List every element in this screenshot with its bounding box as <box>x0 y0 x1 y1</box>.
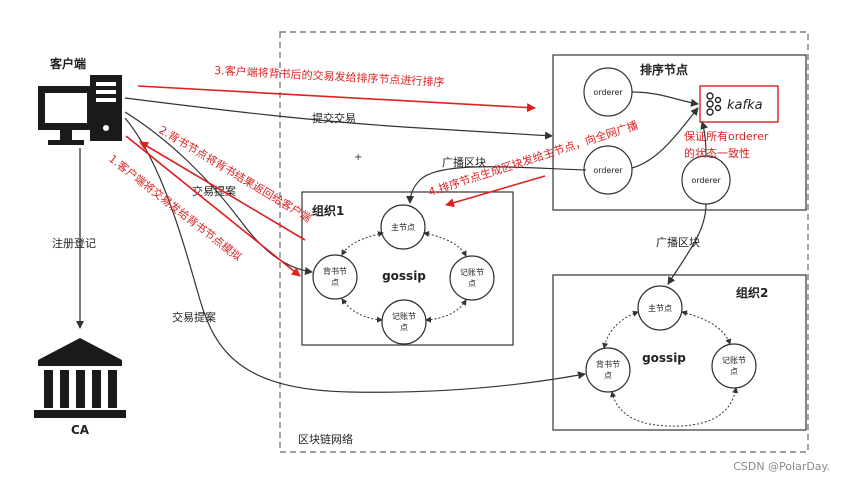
orderer-group-title: 排序节点 <box>640 62 688 77</box>
orderer3-kafka-link <box>700 121 709 157</box>
svg-text:主节点: 主节点 <box>648 303 672 313</box>
orderer-node-2: orderer <box>583 145 633 195</box>
svg-text:orderer: orderer <box>593 166 623 175</box>
org1-endorser-node: 背书节 点 <box>312 254 358 300</box>
svg-text:背书节: 背书节 <box>323 266 347 276</box>
org1-committer-node-right: 记账节 点 <box>449 255 495 301</box>
svg-text:点: 点 <box>331 278 339 287</box>
submit-label: 提交交易 <box>312 111 356 125</box>
org2-main-node: 主节点 <box>637 285 683 331</box>
kafka-note-line2: 的状态一致性 <box>684 146 750 160</box>
org2-gossip-link-1 <box>602 310 639 349</box>
svg-text:orderer: orderer <box>691 176 721 185</box>
kafka-note-line1: 保证所有orderer <box>684 129 769 143</box>
step1-arrow <box>125 135 301 277</box>
svg-text:记账节: 记账节 <box>392 312 416 321</box>
blockchain-network-label: 区块链网络 <box>298 432 353 446</box>
org1-gossip-label: gossip <box>382 269 426 283</box>
broadcast-label-1: 广播区块 <box>442 155 486 169</box>
orderer-node-1: orderer <box>583 67 633 117</box>
register-label: 注册登记 <box>52 236 96 250</box>
svg-text:背书节: 背书节 <box>596 359 620 369</box>
svg-text:记账节: 记账节 <box>722 356 746 365</box>
org1-committer-node-bottom: 记账节 点 <box>381 299 427 345</box>
svg-text:记账节: 记账节 <box>460 268 484 277</box>
broadcast-block-arrow-org2 <box>667 203 707 285</box>
watermark: CSDN @PolarDay. <box>733 460 830 473</box>
org2-gossip-label: gossip <box>642 351 686 365</box>
submit-transaction-arrow <box>124 97 553 140</box>
step4-arrow <box>445 175 546 208</box>
kafka-logo-icon <box>706 92 722 116</box>
proposal-label-1: 交易提案 <box>192 184 236 198</box>
ca-building-icon <box>34 338 126 418</box>
broadcast-label-2: 广播区块 <box>656 235 700 249</box>
broadcast-block-arrow-org1 <box>406 166 587 204</box>
svg-text:orderer: orderer <box>593 88 623 97</box>
svg-text:点: 点 <box>730 367 738 376</box>
proposal-label-2: 交易提案 <box>172 310 216 324</box>
proposal-arrow-org2 <box>124 117 586 393</box>
org1-title: 组织1 <box>312 203 344 218</box>
svg-text:点: 点 <box>400 323 408 332</box>
svg-text:点: 点 <box>468 279 476 288</box>
svg-text:点: 点 <box>604 371 612 380</box>
orderer2-kafka-link <box>631 107 699 169</box>
client-label: 客户端 <box>49 56 86 71</box>
cursor-mark-icon: + <box>354 152 362 163</box>
org1-gossip-link-1 <box>341 231 384 256</box>
blockchain-network-border <box>279 31 809 453</box>
org2-title: 组织2 <box>736 285 768 300</box>
org1-main-node: 主节点 <box>380 204 426 250</box>
org2-committer-node: 记账节 点 <box>711 343 757 389</box>
step3-arrow <box>137 85 536 113</box>
kafka-logo-text: kafka <box>727 98 763 113</box>
org1-gossip-link-4 <box>425 299 467 323</box>
ca-label: CA <box>71 423 90 437</box>
step3-label: 3.客户端将背书后的交易发给排序节点进行排序 <box>214 63 445 89</box>
orderer-node-3: orderer <box>681 155 731 205</box>
svg-text:主节点: 主节点 <box>391 222 415 232</box>
orderer1-kafka-link <box>631 91 699 107</box>
org1-gossip-link-2 <box>423 231 467 257</box>
step2-arrow <box>139 141 306 241</box>
org2-endorser-node: 背书节 点 <box>585 347 631 393</box>
client-computer-icon <box>38 75 122 145</box>
